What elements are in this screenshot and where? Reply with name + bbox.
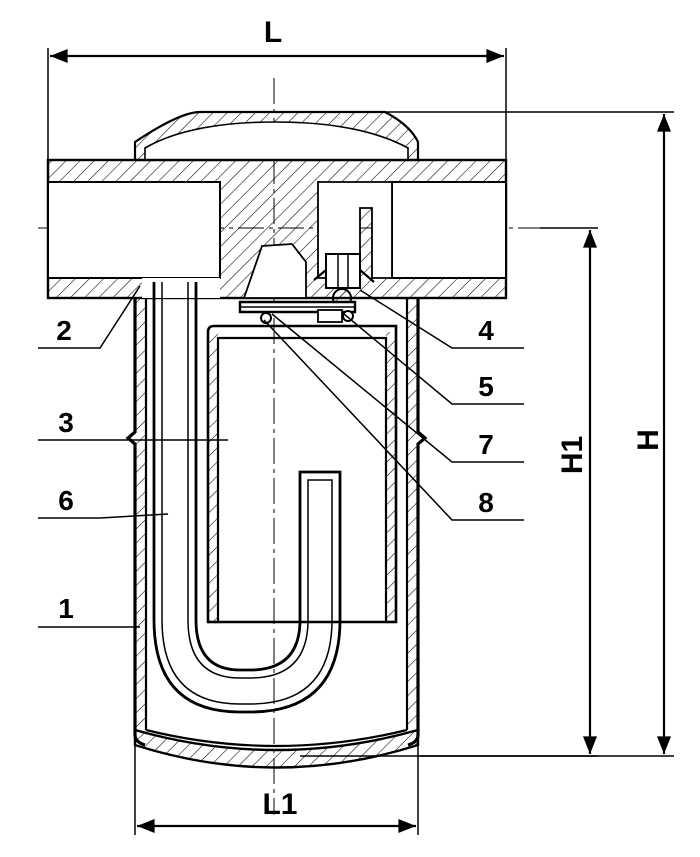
shell	[125, 298, 428, 769]
cap	[133, 110, 420, 162]
valve-body	[46, 158, 508, 308]
inverted-bucket	[206, 324, 398, 624]
leader-part-8: 8	[263, 319, 524, 521]
part-label-4: 4	[478, 315, 494, 346]
part-label-5: 5	[478, 371, 494, 402]
leader-part-4: 4	[359, 289, 524, 349]
dimension-label-L: L	[264, 16, 282, 49]
dimension-label-H: H	[632, 429, 665, 451]
leader-part-5: 5	[343, 313, 524, 405]
lever-arm	[238, 300, 357, 324]
leader-part-2: 2	[38, 285, 141, 349]
part-label-6: 6	[58, 485, 74, 516]
part-label-1: 1	[58, 593, 74, 624]
dimension-L1: L1	[134, 745, 419, 835]
leader-part-7: 7	[271, 313, 524, 463]
leader-part-3: 3	[38, 407, 228, 441]
dimension-H1: H1	[420, 227, 598, 757]
dimension-label-L1: L1	[262, 788, 297, 821]
part-label-8: 8	[478, 487, 494, 518]
u-tube	[152, 282, 342, 714]
part-label-7: 7	[478, 429, 494, 460]
dimension-H: H	[300, 111, 674, 757]
part-label-2: 2	[56, 315, 72, 346]
dimension-L: L	[47, 16, 507, 160]
leader-part-6: 6	[38, 485, 169, 519]
dimension-label-H1: H1	[556, 436, 589, 474]
leader-part-1: 1	[38, 593, 140, 628]
part-label-3: 3	[58, 407, 74, 438]
